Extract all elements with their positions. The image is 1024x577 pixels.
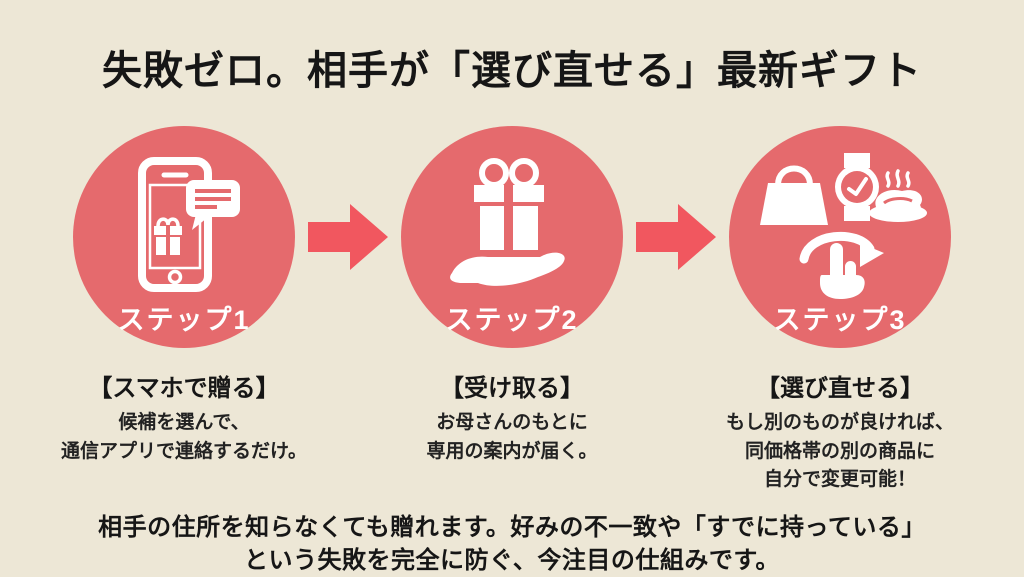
reselect-products-icon <box>752 152 928 300</box>
footer-summary: 相手の住所を知らなくても贈れます。好みの不一致や「すでに持っている」 という失敗… <box>0 511 1024 577</box>
step1-label: ステップ1 <box>117 305 251 335</box>
right-arrow-icon <box>636 204 716 270</box>
step3-circle: ステップ3 <box>729 126 951 348</box>
hand-holding-gift-icon <box>442 152 582 300</box>
step3-line2: 同価格帯の別の商品に <box>744 440 935 462</box>
step3-heading: 【選び直せる】 <box>756 375 924 402</box>
step2-heading: 【受け取る】 <box>440 375 584 402</box>
pointer-hand-icon <box>820 243 865 299</box>
step3-description: 【選び直せる】 もし別のものが良ければ、 同価格帯の別の商品に 自分で変更可能！ <box>676 368 1004 495</box>
step2-description: 【受け取る】 お母さんのもとに 専用の案内が届く。 <box>348 368 676 495</box>
arrow-step1-to-step2 <box>295 202 401 272</box>
right-arrow-icon <box>308 204 388 270</box>
step2-line1: お母さんのもとに <box>436 412 588 433</box>
handbag-icon <box>760 165 828 225</box>
step2-line2: 専用の案内が届く。 <box>426 440 598 462</box>
page-title: 失敗ゼロ。相手が「選び直せる」最新ギフト <box>102 49 922 93</box>
arrow-step2-to-step3 <box>623 202 729 272</box>
step1-heading: 【スマホで贈る】 <box>88 375 280 402</box>
steps-row: ステップ1 <box>0 126 1024 348</box>
smartphone-gift-message-icon <box>118 152 250 300</box>
footer-line2: という失敗を完全に防ぐ、今注目の仕組みです。 <box>244 546 780 574</box>
watch-icon <box>835 153 879 221</box>
step1-description: 【スマホで贈る】 候補を選んで、 通信アプリで連絡するだけ。 <box>20 368 348 495</box>
steak-plate-icon <box>869 169 927 222</box>
descriptions-row: 【スマホで贈る】 候補を選んで、 通信アプリで連絡するだけ。 【受け取る】 お母… <box>0 368 1024 495</box>
swap-arrow-icon <box>799 231 884 267</box>
step1-circle: ステップ1 <box>73 126 295 348</box>
step3-line1: もし別のものが良ければ、 <box>725 412 954 433</box>
step3-label: ステップ3 <box>773 305 907 335</box>
step3-line3: 自分で変更可能！ <box>763 469 916 490</box>
step2-label: ステップ2 <box>445 305 579 335</box>
footer-line1: 相手の住所を知らなくても贈れます。好みの不一致や「すでに持っている」 <box>98 513 926 541</box>
step2-circle: ステップ2 <box>401 126 623 348</box>
step1-line1: 候補を選んで、 <box>118 412 250 433</box>
step1-line2: 通信アプリで連絡するだけ。 <box>60 440 308 462</box>
